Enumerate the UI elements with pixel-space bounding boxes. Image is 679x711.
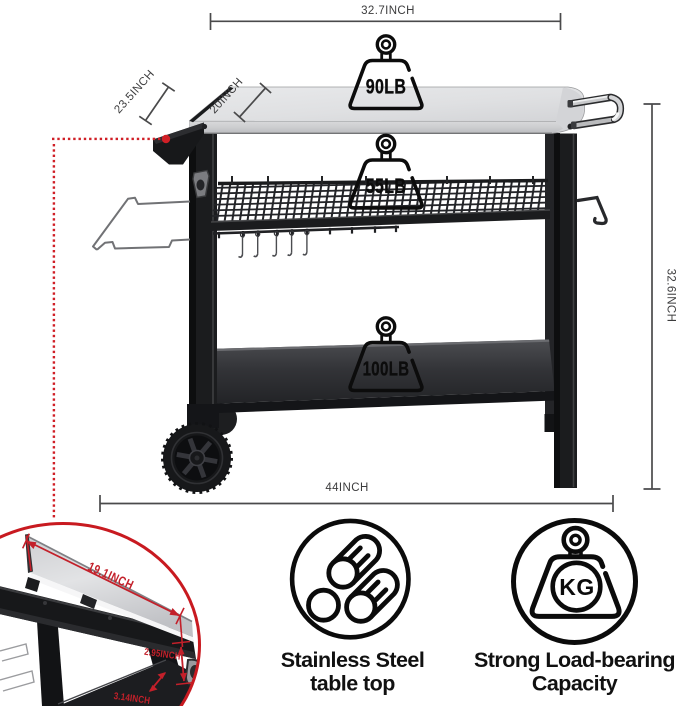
svg-text:55LB: 55LB	[366, 174, 407, 198]
svg-text:table top: table top	[310, 672, 395, 696]
svg-text:32.6INCH: 32.6INCH	[665, 269, 677, 323]
svg-text:Strong Load-bearing: Strong Load-bearing	[474, 648, 675, 672]
svg-text:90LB: 90LB	[366, 74, 407, 98]
svg-text:Capacity: Capacity	[532, 672, 618, 696]
svg-text:KG: KG	[559, 574, 595, 600]
svg-text:44INCH: 44INCH	[325, 482, 368, 494]
svg-text:Stainless Steel: Stainless Steel	[281, 648, 425, 672]
svg-text:32.7INCH: 32.7INCH	[361, 5, 415, 17]
svg-text:100LB: 100LB	[363, 357, 410, 380]
